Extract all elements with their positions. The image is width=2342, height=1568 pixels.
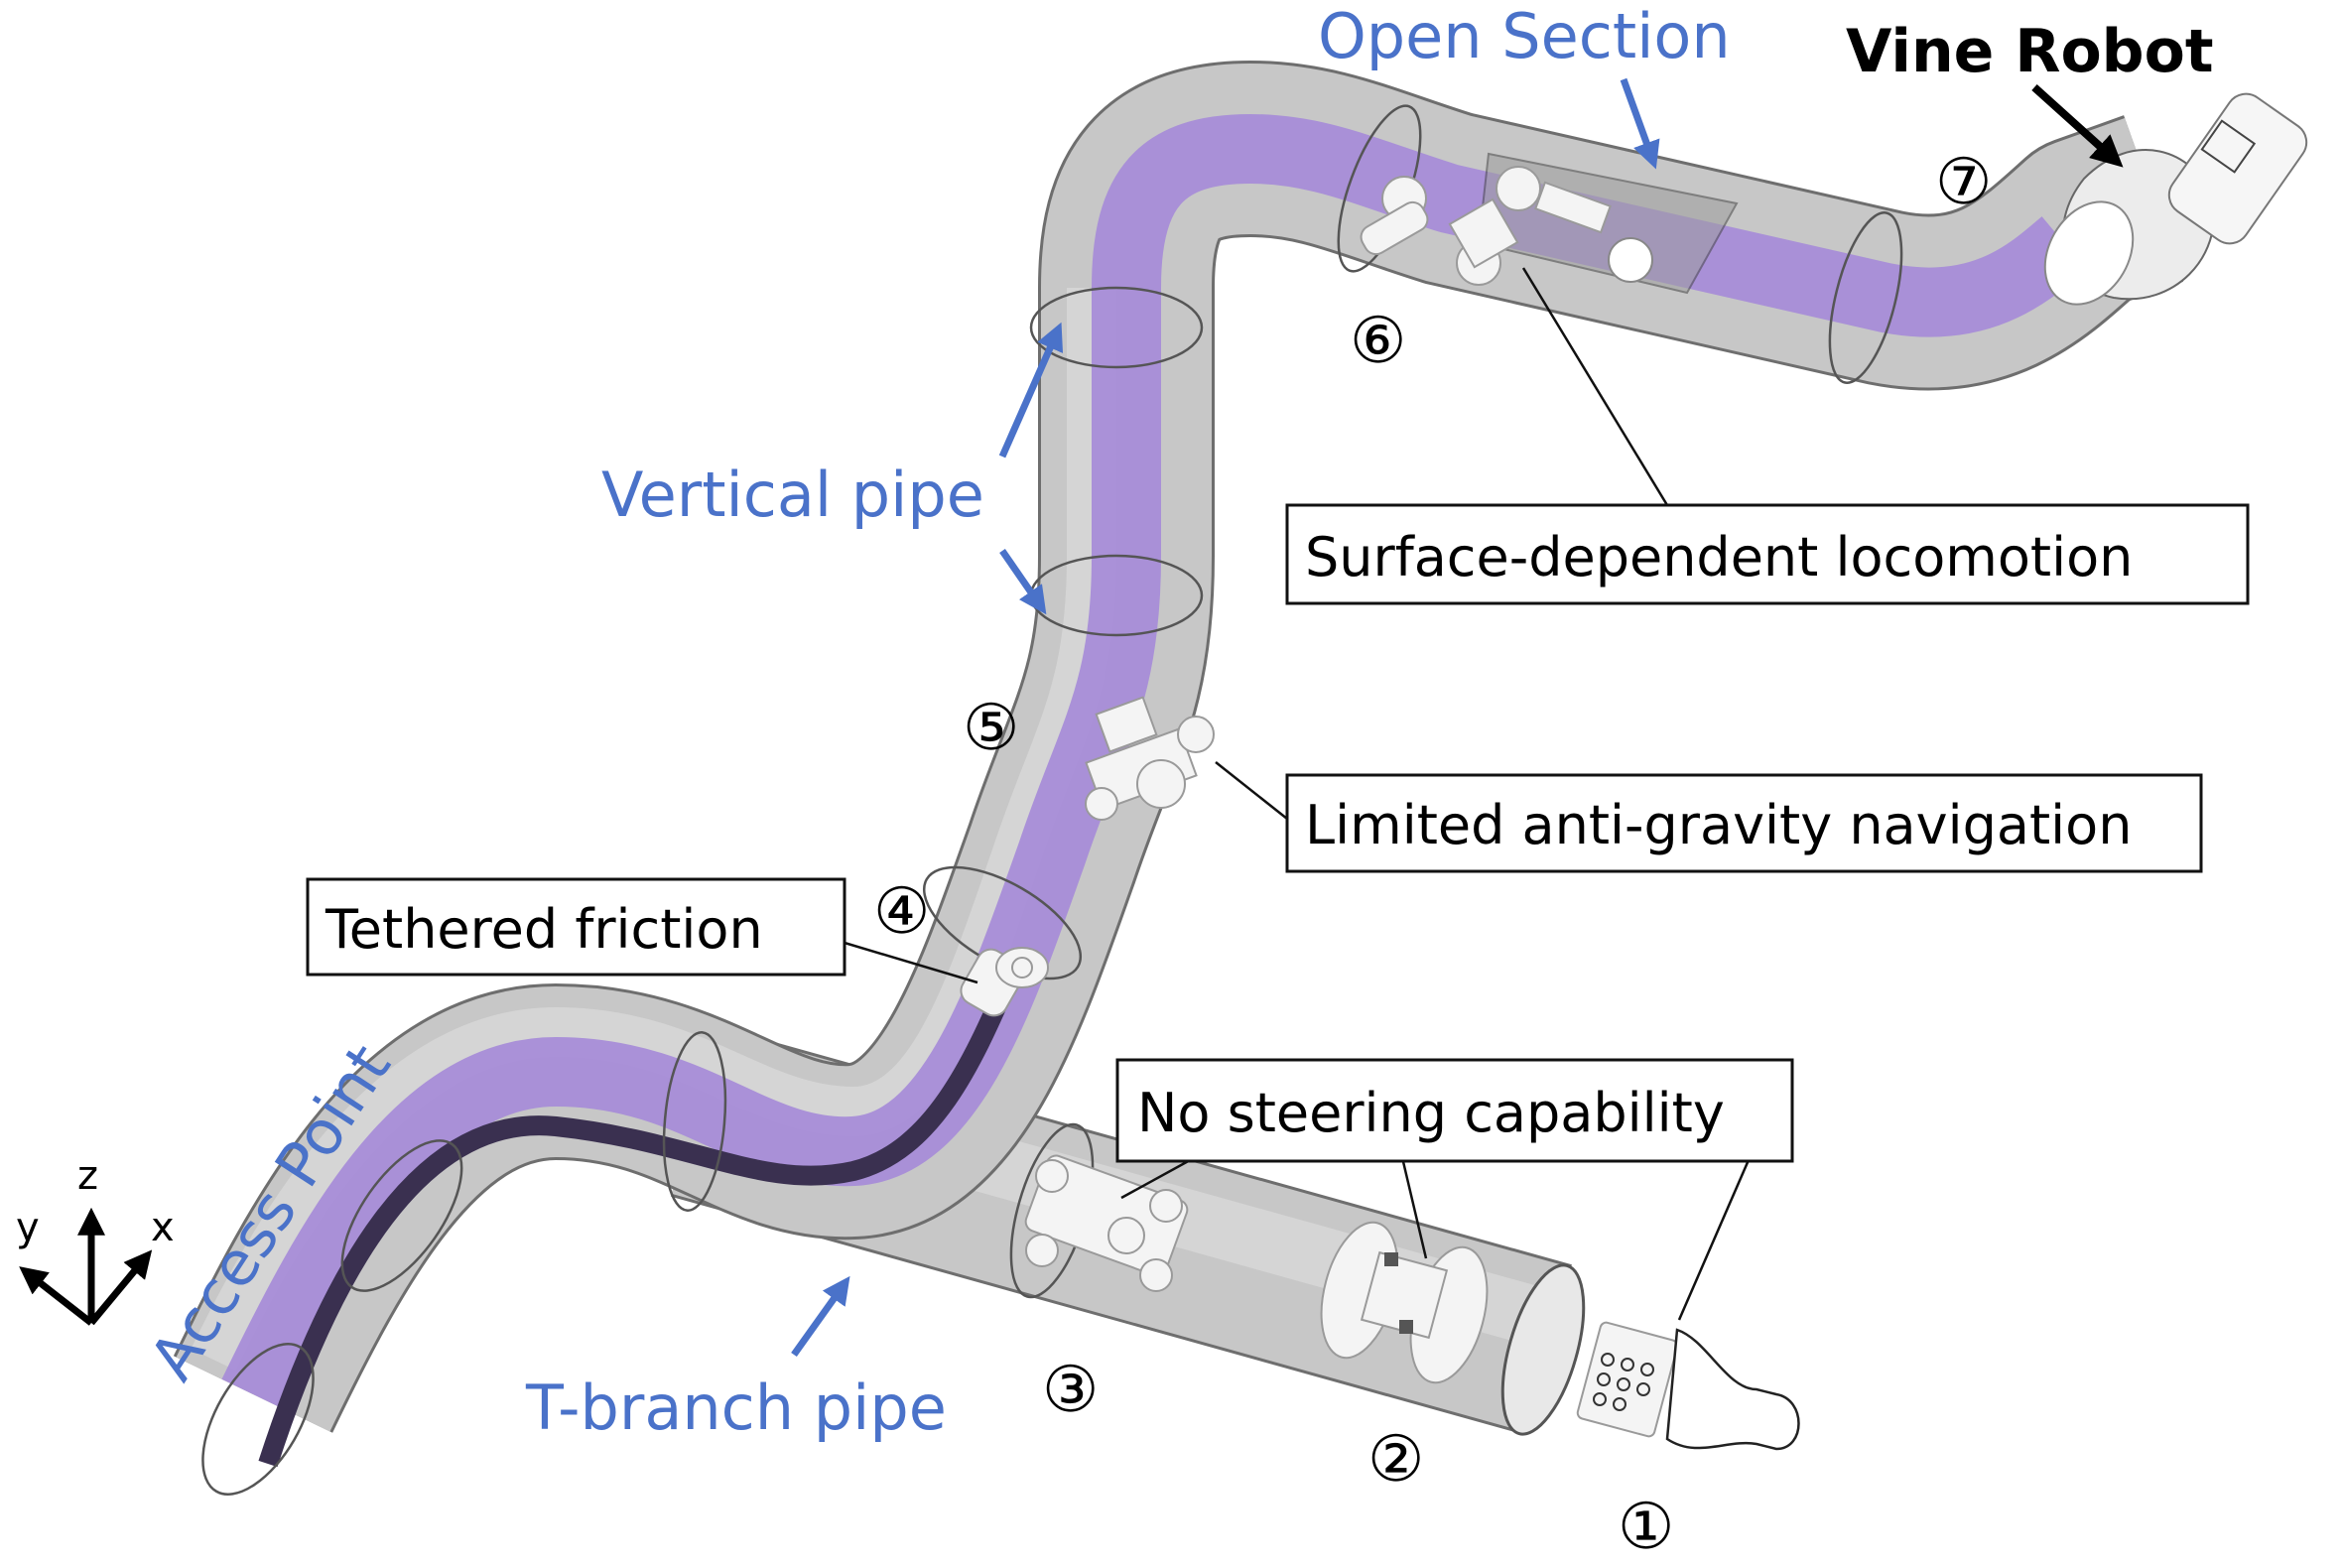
vine-robot-head (2043, 92, 2308, 306)
callout-no-steering-text: No steering capability (1137, 1082, 1725, 1144)
callout-tethered-friction: Tethered friction (306, 877, 978, 984)
vertical-pipe-label: Vertical pipe (601, 458, 984, 531)
callout-limited-anti-gravity: Limited anti-gravity navigation (1215, 761, 2203, 873)
open-section-label: Open Section (1318, 0, 1731, 72)
vine-body (221, 114, 2087, 1410)
vertical-pipe-arrow-up (998, 322, 1064, 458)
robot-5-rover (1085, 696, 1215, 821)
vertical-pipe-arrow-down (999, 549, 1047, 615)
robot-2-wheel (1320, 1221, 1489, 1384)
axis-x-label: x (151, 1205, 175, 1250)
marker-7: ⑦ (1935, 146, 1992, 219)
callout-surface-dependent: Surface-dependent locomotion (1285, 267, 2250, 605)
t-branch-pipe-label: T-branch pipe (525, 1372, 947, 1444)
marker-5: ⑤ (963, 692, 1019, 765)
marker-3: ③ (1042, 1354, 1099, 1427)
marker-2: ② (1367, 1423, 1424, 1497)
axis-y-label: y (16, 1205, 40, 1250)
callout-tethered-friction-text: Tethered friction (325, 898, 763, 961)
callout-surface-dependent-text: Surface-dependent locomotion (1305, 526, 2133, 588)
marker-6: ⑥ (1350, 305, 1406, 378)
marker-4: ④ (873, 875, 930, 949)
robot-3-crawler (1024, 1154, 1189, 1292)
pipe-end-opening (1500, 1263, 1586, 1436)
robot-1-pill (1576, 1321, 1800, 1451)
axes-indicator: z y x (16, 1153, 175, 1326)
robot-4-tethered (960, 947, 1049, 1017)
marker-1: ① (1618, 1491, 1674, 1564)
t-branch-arrow (791, 1275, 850, 1358)
robot-6-surface-crawler (1360, 166, 1653, 286)
open-section-arrow (1620, 77, 1660, 170)
tether-line (258, 978, 1017, 1468)
callout-no-steering: No steering capability (1115, 1058, 1794, 1321)
vine-robot-arrow (2031, 84, 2124, 168)
axis-z-label: z (77, 1153, 98, 1199)
callout-limited-anti-gravity-text: Limited anti-gravity navigation (1305, 794, 2132, 856)
vine-robot-label: Vine Robot (1846, 17, 2214, 86)
